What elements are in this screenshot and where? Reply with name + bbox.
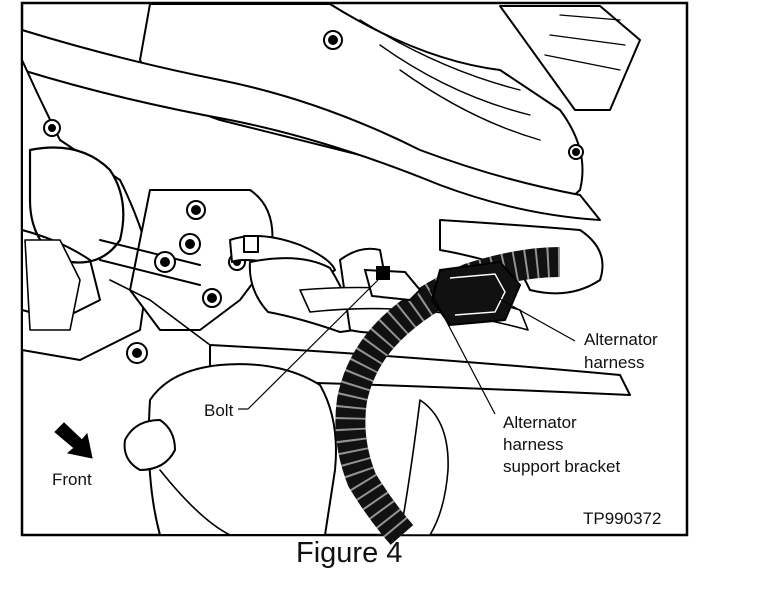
alternator-harness-graphic: [335, 247, 561, 545]
label-front: Front: [52, 470, 92, 489]
bolt-heads: [43, 30, 584, 364]
label-bolt: Bolt: [204, 401, 234, 420]
figure-code: TP990372: [583, 509, 661, 528]
engine-illustration: [21, 3, 641, 536]
label-alternator-harness-2: harness: [584, 353, 644, 372]
label-bracket-2: harness: [503, 435, 563, 454]
label-bracket-3: support bracket: [503, 457, 620, 476]
figure-caption: Figure 4: [296, 537, 402, 569]
front-arrow-icon: [54, 422, 93, 459]
label-alternator-harness-1: Alternator: [584, 330, 658, 349]
leader-lines: [247, 279, 576, 415]
label-bracket-1: Alternator: [503, 413, 577, 432]
